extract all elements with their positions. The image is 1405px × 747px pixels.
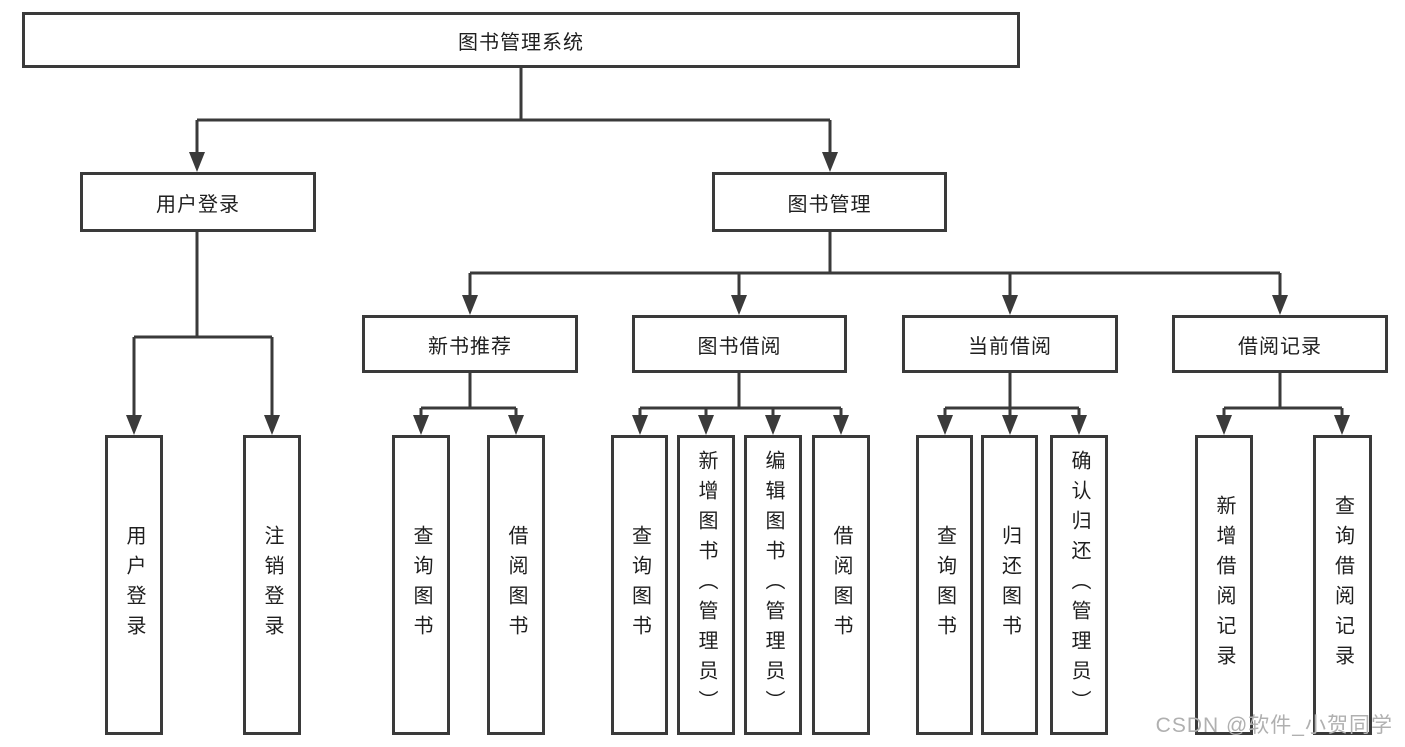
leaf-borrow-edit-books-admin: 编辑图书（管理员） [744,435,802,735]
leaf-borrow-query-books: 查询图书 [611,435,668,735]
arrowhead-icon [126,415,142,435]
leaf-logout: 注销登录 [243,435,301,735]
arrowhead-icon [698,415,714,435]
arrowhead-icon [1334,415,1350,435]
node-root-system: 图书管理系统 [22,12,1020,68]
csdn-watermark: CSDN @软件_小贺同学 [1155,714,1393,737]
arrowhead-icon [731,295,747,315]
node-new-book-recommend: 新书推荐 [362,315,578,373]
node-current-borrow: 当前借阅 [902,315,1118,373]
connector-book-mgmt-to-level2 [462,232,1288,315]
leaf-current-return-books: 归还图书 [981,435,1038,735]
arrowhead-icon [765,415,781,435]
arrowhead-icon [833,415,849,435]
leaf-records-query-record: 查询借阅记录 [1313,435,1372,735]
arrowhead-icon [632,415,648,435]
leaf-current-query-books: 查询图书 [916,435,973,735]
leaf-newbooks-query-books: 查询图书 [392,435,450,735]
arrowhead-icon [1272,295,1288,315]
arrowhead-icon [189,152,205,172]
connector-borrow-records-to-leaves [1216,373,1350,435]
arrowhead-icon [462,295,478,315]
connector-root-to-level1 [189,68,838,172]
arrowhead-icon [413,415,429,435]
leaf-newbooks-borrow-books: 借阅图书 [487,435,545,735]
arrowhead-icon [508,415,524,435]
leaf-user-login: 用户登录 [105,435,163,735]
connector-book-borrow-to-leaves [632,373,849,435]
arrowhead-icon [1002,295,1018,315]
arrowhead-icon [264,415,280,435]
arrowhead-icon [1071,415,1087,435]
arrowhead-icon [822,152,838,172]
arrowhead-icon [1002,415,1018,435]
leaf-borrow-borrow-books: 借阅图书 [812,435,870,735]
node-book-borrow: 图书借阅 [632,315,847,373]
node-book-management: 图书管理 [712,172,947,232]
leaf-current-confirm-return-admin: 确认归还（管理员） [1050,435,1108,735]
node-borrow-records: 借阅记录 [1172,315,1388,373]
arrowhead-icon [1216,415,1232,435]
leaf-records-add-record: 新增借阅记录 [1195,435,1253,735]
connector-current-borrow-to-leaves [937,373,1087,435]
node-user-login: 用户登录 [80,172,316,232]
leaf-borrow-add-books-admin: 新增图书（管理员） [677,435,735,735]
connector-new-books-to-leaves [413,373,524,435]
arrowhead-icon [937,415,953,435]
connector-user-login-to-leaves [126,232,280,435]
